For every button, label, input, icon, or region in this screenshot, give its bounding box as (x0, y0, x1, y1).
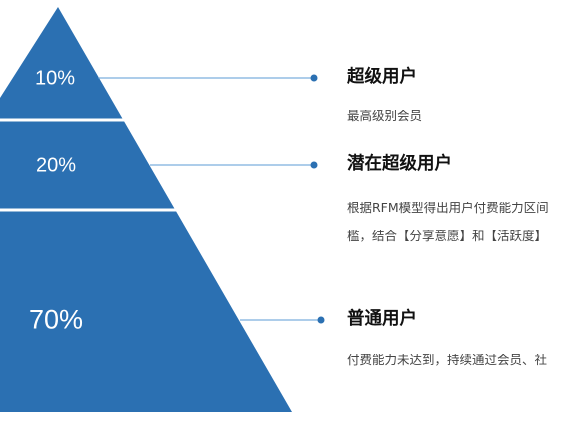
tier-percent-potential: 20% (35, 154, 77, 177)
tier-description-regular: 付费能力未达到，持续通过会员、社 (347, 354, 548, 367)
tier-description-potential-line1: 根据RFM模型得出用户付费能力区间 (347, 202, 549, 215)
tier-title-potential: 潜在超级用户 (347, 154, 452, 174)
connector-dot-1 (310, 161, 318, 169)
tier-description-super: 最高级别会员 (347, 110, 423, 123)
tier-title-super: 超级用户 (347, 67, 417, 87)
connector-dot-0 (310, 74, 318, 82)
tier-percent-regular: 70% (28, 304, 84, 335)
connector-dot-2 (317, 316, 325, 324)
tier-description-potential-line2: 槛，结合【分享意愿】和【活跃度】 (347, 230, 548, 243)
tier-title-regular: 普通用户 (347, 309, 417, 329)
tier-percent-super: 10% (34, 67, 76, 90)
